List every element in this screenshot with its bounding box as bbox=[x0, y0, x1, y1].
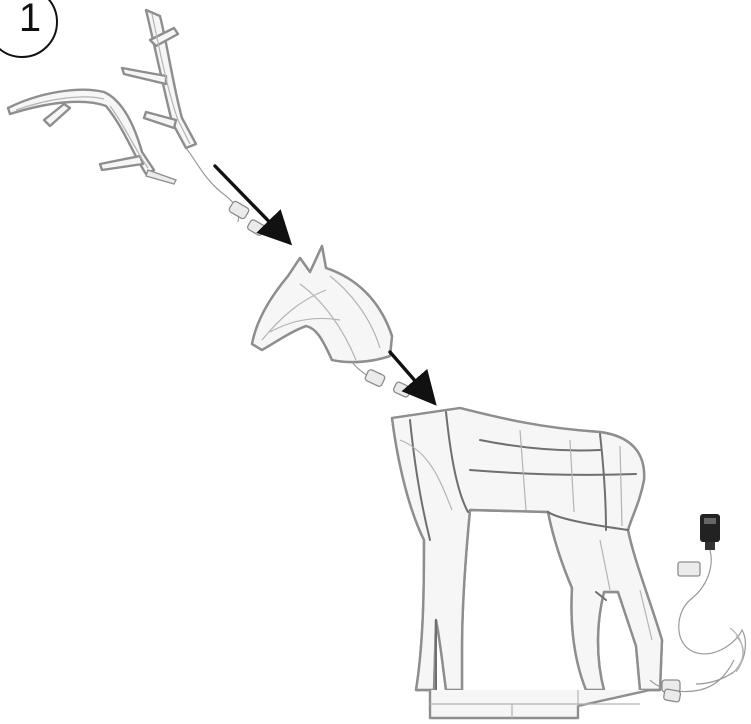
body-connector-socket bbox=[663, 689, 681, 703]
ground-stakes-part bbox=[430, 690, 650, 718]
antlers-part bbox=[8, 10, 266, 236]
left-antler bbox=[8, 90, 176, 184]
body-part bbox=[392, 408, 734, 702]
head-part bbox=[252, 246, 412, 398]
antler-connector bbox=[228, 200, 250, 219]
head-connector bbox=[364, 369, 385, 387]
power-adapter-part bbox=[678, 514, 745, 684]
adapter-connector bbox=[678, 562, 700, 576]
head-connector-socket bbox=[393, 381, 412, 398]
antler-connector-socket bbox=[247, 219, 266, 237]
